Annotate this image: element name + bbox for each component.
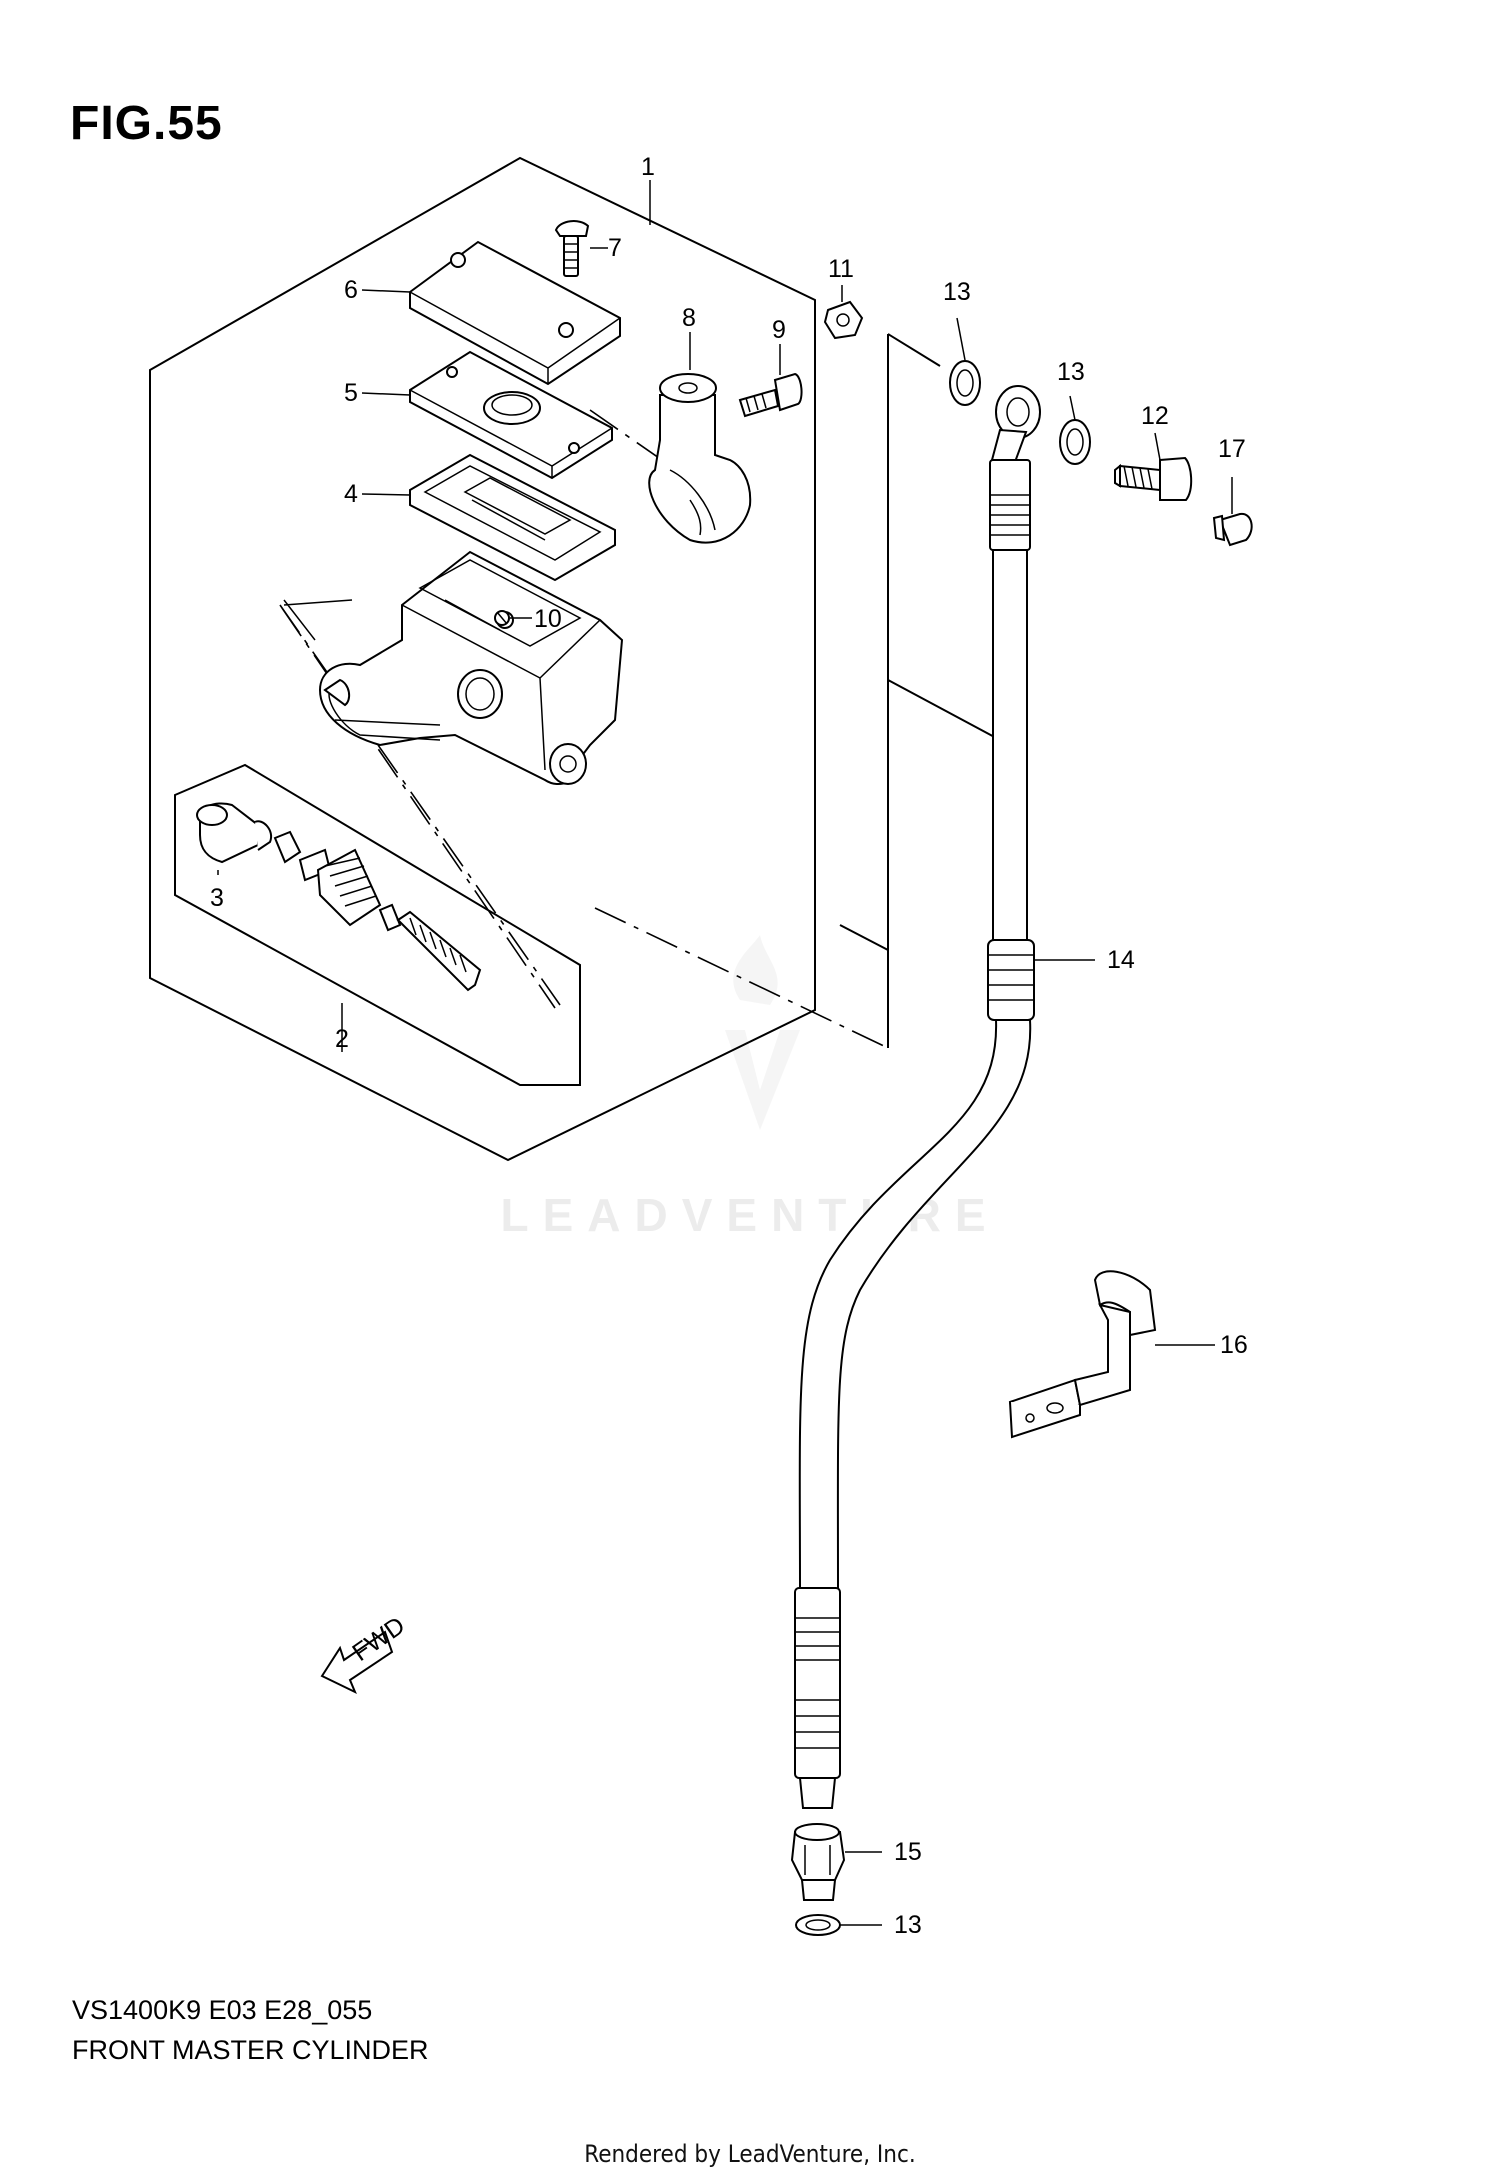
callout-1: 1: [641, 153, 655, 181]
part-9-bolt: [738, 372, 803, 418]
callout-labels: 1 2 3 4 5 6 7 8 9 10 11 12 13 14 15 16 1…: [210, 153, 1248, 1939]
callout-9: 9: [772, 316, 786, 344]
callout-16: 16: [1220, 1331, 1248, 1359]
fwd-arrow-icon: FWD: [320, 1611, 410, 1695]
master-cylinder-body: [318, 550, 624, 785]
part-17-cap: [1212, 512, 1253, 547]
callout-6: 6: [344, 276, 358, 304]
callout-15: 15: [894, 1838, 922, 1866]
part-6-cap: [409, 240, 621, 386]
callout-3: 3: [210, 884, 224, 912]
figure-title: FIG.55: [70, 97, 223, 150]
callout-12: 12: [1141, 402, 1169, 430]
part-12-bleeder: [1114, 456, 1193, 501]
part-5-plate: [409, 350, 613, 480]
callout-7: 7: [608, 234, 622, 262]
callout-13c: 13: [894, 1911, 922, 1939]
callout-4: 4: [344, 480, 358, 508]
callout-13b: 13: [1057, 358, 1085, 386]
part-8-clamp: [648, 373, 752, 544]
callout-10: 10: [534, 605, 562, 633]
callout-2: 2: [335, 1025, 349, 1053]
watermark-logo: [725, 935, 800, 1130]
assembly-box-2: [174, 763, 581, 1086]
callout-17: 17: [1218, 435, 1246, 463]
callout-5: 5: [344, 379, 358, 407]
callout-13a: 13: [943, 278, 971, 306]
part-3-piston: [196, 802, 273, 864]
callout-8: 8: [682, 304, 696, 332]
part-14-brake-hose: [794, 385, 1041, 1809]
part-16-bracket: [1008, 1270, 1157, 1439]
callout-14: 14: [1107, 946, 1135, 974]
part-2-piston-kit: [273, 830, 482, 992]
part-11-nut: [823, 300, 864, 340]
part-13-washer-a: [949, 360, 981, 406]
part-4-diaphragm: [409, 453, 616, 582]
diagram-caption: FRONT MASTER CYLINDER: [72, 2035, 429, 2065]
part-7-screw: [554, 220, 590, 277]
part-10-screw: [494, 610, 510, 626]
rendered-by-credit: Rendered by LeadVenture, Inc.: [584, 2140, 916, 2168]
part-13-washer-c: [795, 1914, 841, 1936]
part-13-washer-b: [1059, 419, 1091, 465]
assembly-box-1: [149, 156, 816, 1162]
model-code: VS1400K9 E03 E28_055: [72, 1995, 373, 2025]
callout-11: 11: [828, 255, 854, 283]
part-15-union: [790, 1823, 846, 1901]
